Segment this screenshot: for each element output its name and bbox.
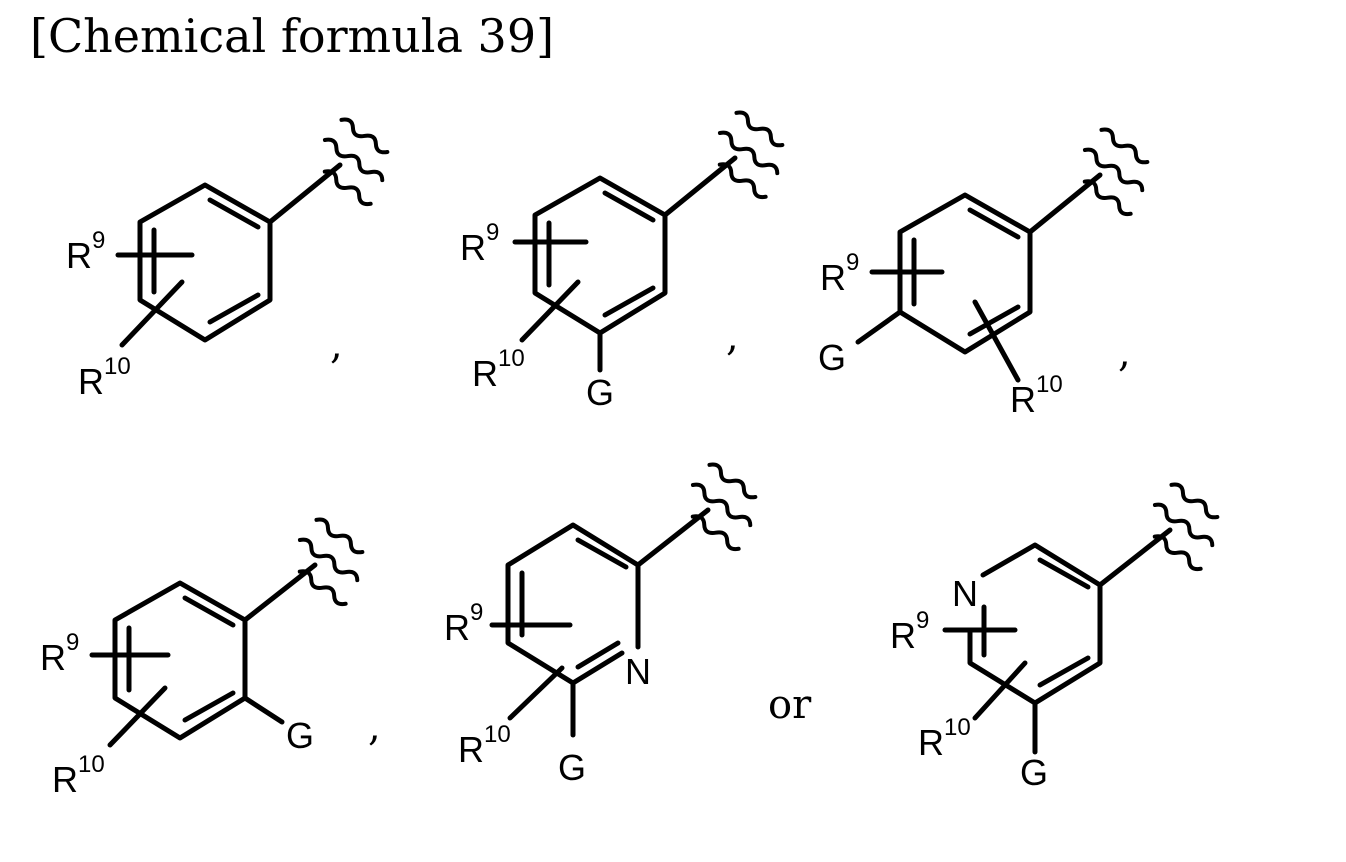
r9-superscript: 9 [916, 607, 929, 634]
r9-superscript: 9 [92, 227, 105, 254]
wavy-attachment-icon [676, 460, 771, 552]
r10-label: R [78, 361, 104, 402]
wavy-attachment-icon [1138, 480, 1233, 572]
r9-superscript: 9 [846, 249, 859, 276]
double-bond [578, 643, 618, 667]
separator: , [368, 704, 381, 750]
double-bond [185, 693, 233, 720]
structure-3-benzene-para-g: R 9 G R 10 , [818, 125, 1163, 420]
nitrogen-label: N [625, 651, 651, 692]
double-bond [605, 288, 653, 315]
r10-superscript: 10 [78, 751, 105, 778]
benzene-ring [115, 583, 245, 738]
separator: , [726, 314, 739, 360]
r9-label: R [890, 615, 916, 656]
separator: , [330, 322, 343, 368]
g-label: G [1020, 752, 1048, 793]
structure-1-benzene-r9-r10: R 9 R 10 , [66, 115, 403, 402]
r10-label: R [52, 759, 78, 800]
g-label: G [558, 747, 586, 788]
r9-superscript: 9 [470, 599, 483, 626]
g-substituent-bond [245, 698, 282, 722]
r9-label: R [66, 235, 92, 276]
r9-superscript: 9 [66, 629, 79, 656]
r9-label: R [444, 607, 470, 648]
figure-title: [Chemical formula 39] [30, 9, 554, 63]
g-label: G [818, 337, 846, 378]
benzene-ring [140, 185, 270, 340]
r9-superscript: 9 [486, 219, 499, 246]
r9-label: R [460, 227, 486, 268]
structure-5-pyridine-2-position-n: N R 9 R 10 G or [444, 460, 812, 788]
r10-label: R [458, 729, 484, 770]
structure-4-benzene-ortho-g: R 9 R 10 G , [40, 515, 381, 800]
r9-label: R [820, 257, 846, 298]
wavy-attachment-icon [283, 515, 378, 607]
r10-label: R [1010, 379, 1036, 420]
r9-label: R [40, 637, 66, 678]
r10-superscript: 10 [498, 345, 525, 372]
g-label: G [286, 715, 314, 756]
double-bond [1040, 658, 1088, 685]
r10-superscript: 10 [944, 714, 971, 741]
r10-label: R [472, 353, 498, 394]
structure-6-pyridine-3-position-n: N R 9 R 10 G [890, 480, 1233, 793]
r10-substituent-bond [110, 688, 165, 745]
pyridine-ring [970, 545, 1100, 703]
r10-substituent-bond [510, 668, 562, 718]
r10-superscript: 10 [1036, 371, 1063, 398]
pyridine-ring [508, 525, 638, 683]
wavy-attachment-icon [1068, 125, 1163, 217]
separator-or: or [768, 682, 812, 728]
r10-superscript: 10 [104, 353, 131, 380]
nitrogen-label: N [952, 573, 978, 614]
attachment-bond [270, 165, 340, 222]
separator: , [1118, 330, 1131, 376]
structure-2-benzene-meta-g: R 9 R 10 G , [460, 108, 798, 413]
double-bond [210, 295, 258, 322]
r10-substituent-bond [522, 282, 578, 340]
attachment-bond [1030, 175, 1100, 232]
wavy-attachment-icon [308, 115, 403, 207]
r10-superscript: 10 [484, 721, 511, 748]
attachment-bond [665, 158, 735, 215]
g-substituent-bond [858, 312, 900, 342]
wavy-attachment-icon [703, 108, 798, 200]
r10-label: R [918, 722, 944, 763]
g-label: G [586, 372, 614, 413]
